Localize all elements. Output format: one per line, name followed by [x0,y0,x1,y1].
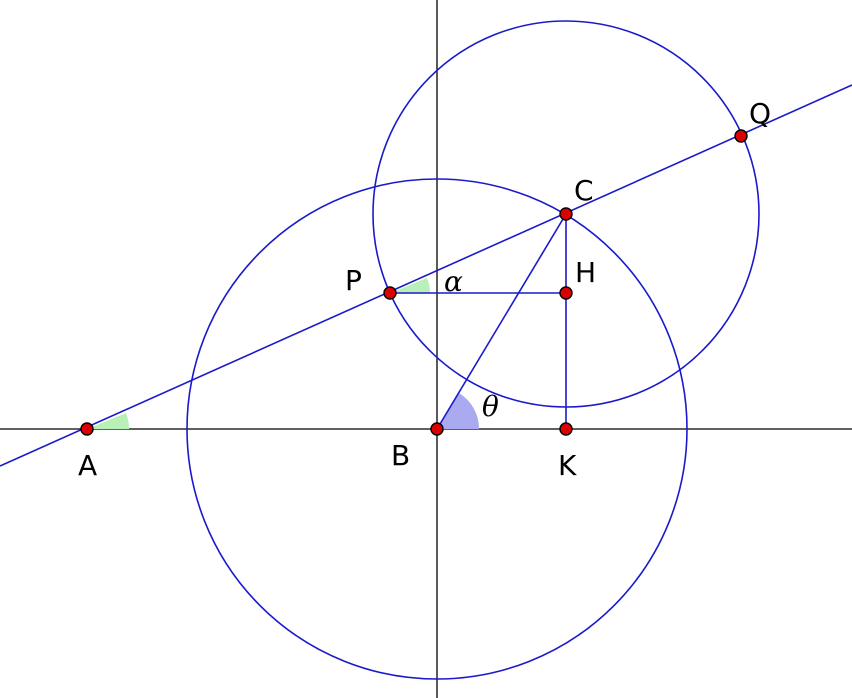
circle-centered-b [186,178,688,680]
label-q: Q [749,97,771,130]
point-b[interactable] [430,422,444,436]
point-a[interactable] [80,422,94,436]
label-alpha: α [444,265,463,298]
label-c: C [574,174,594,207]
angle-alpha-sector [390,278,430,293]
label-b: B [391,439,410,472]
point-h[interactable] [559,286,573,300]
label-p: P [345,264,362,297]
point-q[interactable] [734,129,748,143]
line-apcq [0,84,852,467]
angle-a-sector [87,413,130,429]
angle-theta-sector [437,393,480,429]
label-theta: θ [482,390,499,423]
point-k[interactable] [559,422,573,436]
point-c[interactable] [559,207,573,221]
label-k: K [558,449,577,482]
label-a: A [78,449,97,482]
label-h: H [575,256,596,289]
point-p[interactable] [383,286,397,300]
segment-bc [436,213,567,430]
